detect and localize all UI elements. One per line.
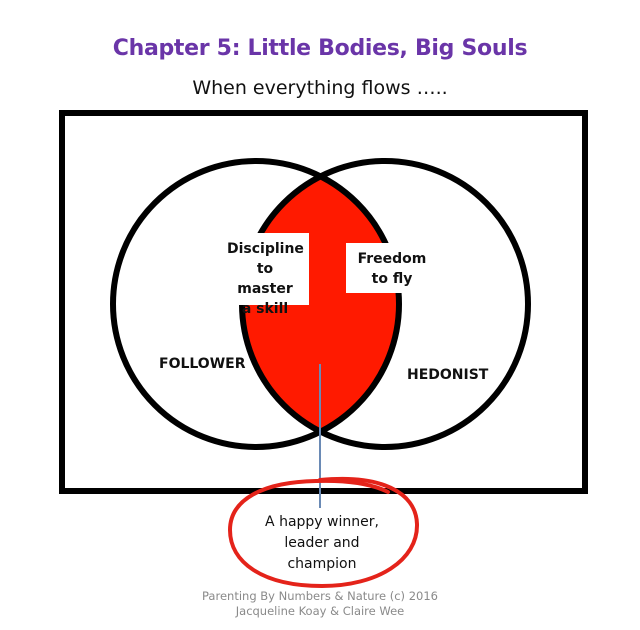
callout-ring (227, 476, 420, 589)
credit: Parenting By Numbers & Nature (c) 2016 J… (0, 589, 640, 619)
hedonist-label: HEDONIST (407, 367, 489, 383)
page-title: Chapter 5: Little Bodies, Big Souls (112, 36, 528, 61)
freedom-note: Freedom to fly (346, 243, 438, 293)
discipline-note: Discipline to master a skill (221, 233, 309, 317)
follower-circle (110, 158, 402, 450)
callout-text: A happy winner, leader and champion (265, 514, 379, 572)
page-subtitle: When everything flows ….. (192, 77, 448, 99)
follower-label: FOLLOWER (159, 356, 246, 372)
intersection-region (242, 161, 399, 447)
outer-frame (59, 110, 588, 494)
credit-line-2: Jacqueline Koay & Claire Wee (235, 604, 405, 618)
credit-line-1: Parenting By Numbers & Nature (c) 2016 (202, 589, 438, 603)
